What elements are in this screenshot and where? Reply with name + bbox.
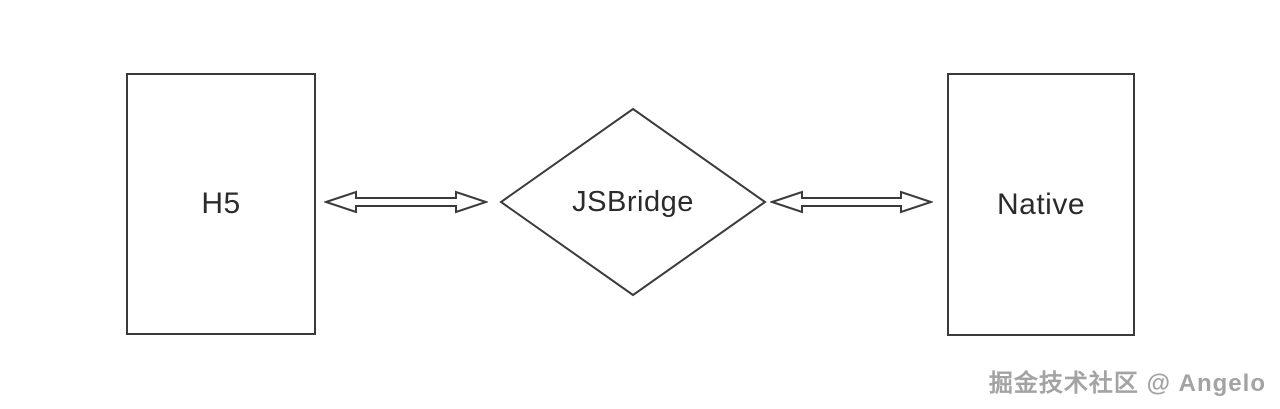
watermark-text: 掘金技术社区 @ Angelo	[988, 370, 1266, 397]
double-arrow-icon-left	[324, 190, 488, 214]
node-h5-label: H5	[201, 187, 241, 220]
node-h5: H5	[126, 73, 316, 335]
double-arrow-icon-right	[770, 190, 933, 214]
node-jsbridge-label: JSBridge	[572, 185, 694, 218]
node-native-label: Native	[996, 187, 1086, 221]
diamond-shape-icon	[499, 107, 767, 297]
node-native: Native	[947, 73, 1135, 336]
node-jsbridge: JSBridge	[499, 107, 767, 297]
